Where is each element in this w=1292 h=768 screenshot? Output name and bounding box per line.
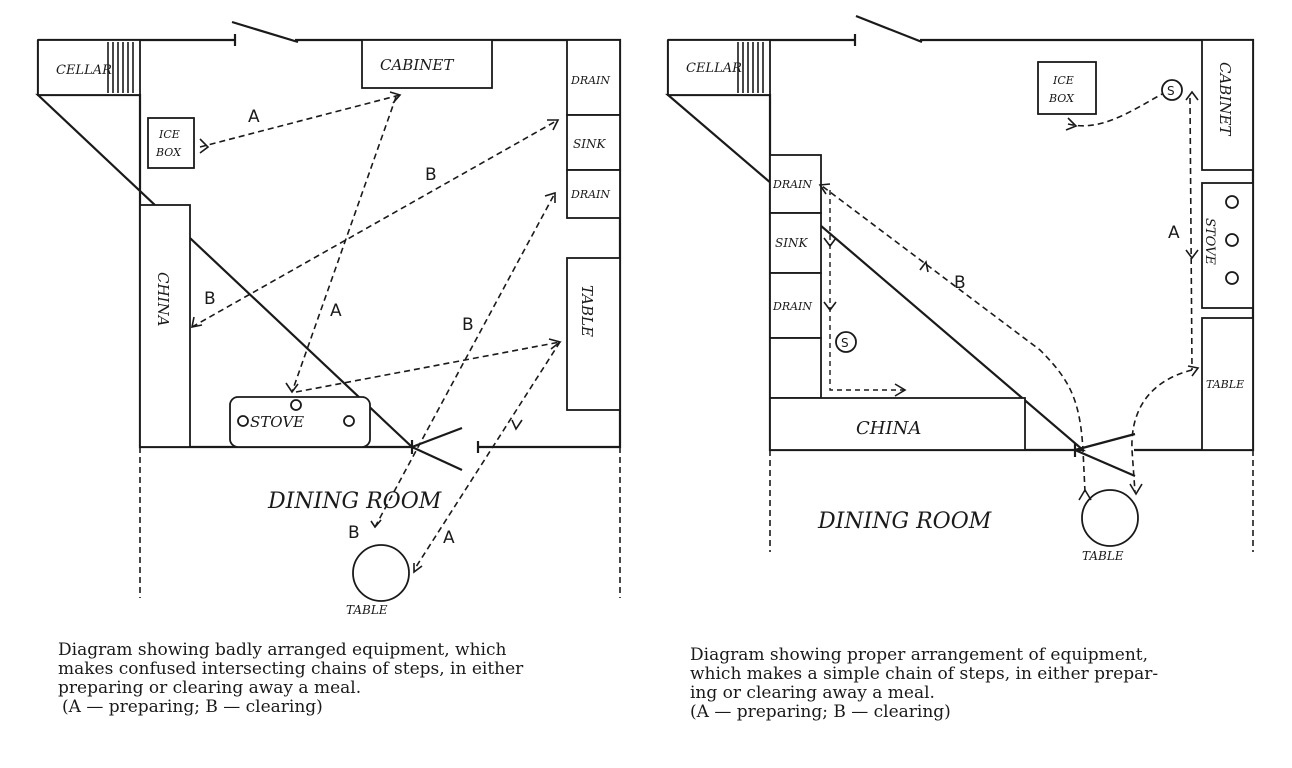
left-china (139, 204, 191, 448)
left-drain-bottom (566, 169, 621, 219)
left-path-a (291, 96, 397, 393)
right-stove-label: STOVE (1202, 218, 1217, 265)
left-path-b (191, 119, 559, 328)
right-cabinet (1201, 39, 1254, 171)
right-drain-bottom (769, 272, 822, 339)
right-cellar-stairs (737, 42, 764, 93)
left-caption-line: Diagram showing badly arranged equipment… (58, 640, 507, 660)
left-diagram: CELLAR CABINET ICE BOX DRAIN SINK DRAIN … (35, 20, 622, 617)
left-drain-top (566, 39, 621, 116)
left-table-side (566, 257, 621, 411)
right-path-a (1131, 369, 1193, 493)
left-drain-top-label: DRAIN (570, 74, 610, 87)
left-stove (229, 396, 371, 448)
left-table-label: TABLE (346, 603, 388, 617)
right-stove-burner (1225, 195, 1239, 209)
left-drain-bottom-label: DRAIN (570, 188, 610, 201)
left-stove-burner (343, 415, 355, 427)
left-path-letter-a: A (248, 107, 260, 127)
left-ice-box (147, 117, 195, 169)
left-cabinet (361, 39, 493, 89)
right-drain-bottom-label: DRAIN (772, 300, 812, 313)
right-cabinet-marker (1161, 79, 1183, 101)
right-caption-line: (A — preparing; B — clearing) (690, 702, 951, 722)
right-counter (769, 337, 822, 399)
right-sink-marker (835, 331, 857, 353)
left-sink-label: SINK (573, 137, 606, 151)
right-ice-box-label-1: ICE (1052, 74, 1074, 87)
right-table-label: TABLE (1082, 549, 1124, 563)
right-ice-box-label-2: BOX (1048, 92, 1075, 105)
left-china-label: CHINA (154, 272, 172, 327)
left-paths (190, 91, 562, 574)
left-ice-box-label-2: BOX (155, 146, 182, 159)
left-stove-label: STOVE (250, 413, 304, 431)
left-path-a (199, 94, 401, 148)
right-diagram: CELLAR ICE BOX CABINET STOVE TABLE DRAIN… (665, 14, 1255, 563)
left-stove-burner (237, 415, 249, 427)
left-caption-line: (A — preparing; B — clearing) (62, 697, 323, 717)
right-table-side-label: TABLE (1206, 378, 1244, 391)
right-stove-burner (1225, 271, 1239, 285)
right-cabinet-marker-label: S (1167, 84, 1175, 98)
right-ice-box (1037, 61, 1097, 115)
left-cellar-label: CELLAR (56, 63, 112, 78)
right-sink (769, 212, 822, 274)
left-stove-burner (290, 399, 302, 411)
left-table (352, 544, 410, 602)
left-table-side-label: TABLE (578, 285, 596, 337)
right-path-letter-b: B (954, 273, 966, 293)
right-caption-line: Diagram showing proper arrangement of eq… (690, 645, 1149, 665)
right-stove-burner (1225, 233, 1239, 247)
right-table (1081, 489, 1139, 547)
right-path-letter-a: A (1168, 223, 1180, 243)
left-path-letter-a: A (443, 528, 455, 548)
left-path-b (374, 192, 556, 528)
left-path-a (413, 341, 561, 571)
right-china-label: CHINA (856, 418, 921, 439)
left-path-letter-b: B (348, 523, 360, 543)
left-ice-box-label-1: ICE (158, 128, 180, 141)
left-path-a (295, 341, 561, 393)
left-path-letter-b: B (204, 289, 216, 309)
left-dining-room-label: DINING ROOM (267, 489, 442, 514)
right-caption: Diagram showing proper arrangement of eq… (690, 646, 1280, 722)
left-path-letter-a: A (330, 301, 342, 321)
right-drain-top-label: DRAIN (772, 178, 812, 191)
right-table-side (1201, 317, 1254, 451)
right-sink-label: SINK (775, 236, 808, 250)
right-paths (818, 90, 1200, 501)
left-path-letter-b: B (425, 165, 437, 185)
right-path-a (1067, 93, 1163, 127)
left-path-letter-b: B (462, 315, 474, 335)
left-caption: Diagram showing badly arranged equipment… (58, 641, 638, 717)
right-cellar-label: CELLAR (686, 61, 742, 76)
right-cabinet-label: CABINET (1216, 62, 1234, 136)
right-caption-line: ing or clearing away a meal. (690, 683, 935, 703)
left-caption-line: preparing or clearing away a meal. (58, 678, 362, 698)
right-sink-marker-label: S (841, 336, 849, 350)
right-caption-line: which makes a simple chain of steps, in … (690, 664, 1159, 684)
right-path-b (829, 190, 905, 391)
left-cellar-stairs (107, 42, 134, 93)
right-path-b (821, 185, 1086, 493)
right-path-a (1189, 97, 1193, 371)
right-china (769, 397, 1026, 451)
left-cabinet-label: CABINET (380, 56, 454, 74)
right-dining-room-label: DINING ROOM (817, 509, 992, 534)
left-caption-line: makes confused intersecting chains of st… (58, 659, 524, 679)
